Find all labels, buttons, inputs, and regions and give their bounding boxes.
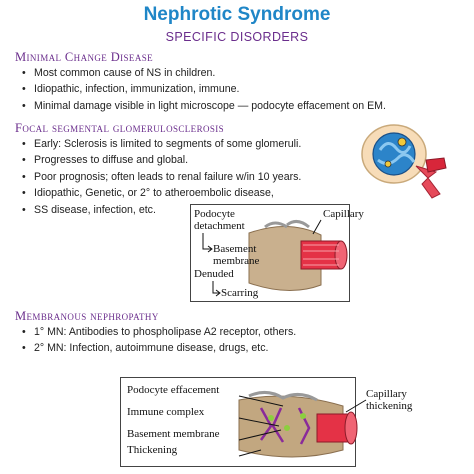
fsgs-diagram: Podocyte detachment Capillary Basement m… [190,204,364,302]
minimal-change-bullet-list: Most common cause of NS in children. Idi… [22,65,386,115]
list-item: Progresses to diffuse and global. [22,152,301,169]
fsgs-bullet-list: Early: Sclerosis is limited to segments … [22,136,301,218]
mn-capillary-arrow [345,399,367,413]
label-detachment: detachment [194,220,245,232]
label-podocyte-effacement: Podocyte effacement [127,384,220,396]
fsgs-arrows [202,219,322,297]
list-item: Early: Sclerosis is limited to segments … [22,136,301,153]
page-title: Nephrotic Syndrome [143,4,331,25]
section-heading-fsgs: Focal segmental glomerulosclerosis [15,121,225,135]
section-heading-minimal-change: Minimal Change Disease [15,50,154,64]
list-item-continuation: SS disease, infection, etc. [22,202,301,219]
label-denuded: Denuded [194,268,234,280]
label-basement: Basement [213,243,257,255]
glomerulus-illustration-icon [361,124,447,199]
label-membrane: membrane [213,255,260,267]
label-thickening: Thickening [127,444,178,456]
label-capillary-mn: Capillary [366,388,407,400]
page-subtitle: SPECIFIC DISORDERS [165,30,309,44]
label-capillary: Capillary [323,208,364,220]
list-item: Poor prognosis; often leads to renal fai… [22,169,301,186]
list-item: Minimal damage visible in light microsco… [22,98,386,115]
list-item: Most common cause of NS in children. [22,65,386,82]
list-item: Idiopathic, infection, immunization, imm… [22,81,386,98]
label-podocyte: Podocyte [194,208,235,220]
label-immune-complex: Immune complex [127,406,205,418]
mn-diagram: Podocyte effacement Immune complex Basem… [120,377,358,467]
section-heading-membranous: Membranous nephropathy [15,309,159,323]
list-item: 1° MN: Antibodies to phospholipase A2 re… [22,324,296,341]
label-basement-membrane: Basement membrane [127,428,220,440]
list-item: Idiopathic, Genetic, or 2° to atheroembo… [22,185,301,202]
label-capillary-thickening: thickening [366,400,413,412]
membranous-bullet-list: 1° MN: Antibodies to phospholipase A2 re… [22,324,296,357]
list-item: 2° MN: Infection, autoimmune disease, dr… [22,340,296,357]
label-scarring: Scarring [221,287,259,299]
fsgs-capillary-illustration [248,220,348,292]
mn-capillary-illustration [238,391,358,458]
